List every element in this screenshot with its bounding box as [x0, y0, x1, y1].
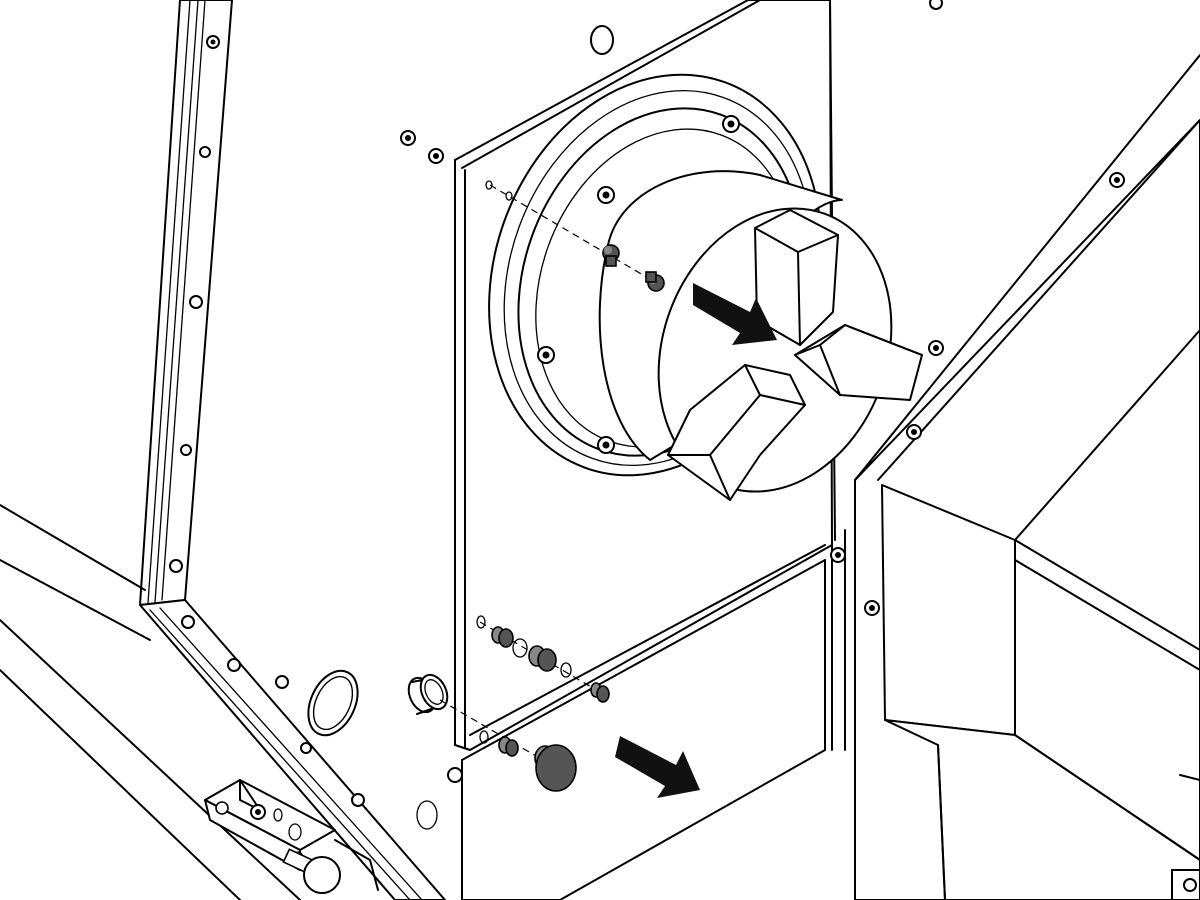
screw [447, 767, 463, 783]
bottom-bracket [204, 779, 379, 894]
chuck-jaw-bottom [667, 364, 806, 501]
screw-part [645, 271, 665, 292]
screw [210, 39, 216, 45]
plug-part [491, 626, 514, 648]
base-rails [0, 504, 301, 900]
screw [181, 615, 195, 629]
housing-screws [830, 0, 1125, 616]
screw [180, 444, 192, 456]
screw-part [602, 244, 620, 267]
arrow-right-down-icon [693, 283, 777, 345]
chuck-jaw-top [754, 209, 839, 346]
lower-panel [461, 559, 826, 900]
lower-fastener-group [439, 615, 610, 792]
screw [351, 793, 365, 807]
flange-screws [537, 115, 740, 454]
screw [199, 146, 211, 158]
screw [300, 742, 312, 754]
door-frame-screws [169, 35, 463, 807]
screw [227, 658, 241, 672]
screw [189, 295, 203, 309]
chuck-jaw-right [794, 324, 923, 401]
arrow-right-down-icon [615, 736, 700, 798]
cap-part [534, 744, 577, 792]
plug-part [528, 645, 557, 672]
screw [169, 559, 183, 573]
plug-part [498, 736, 519, 757]
plug-part [590, 682, 610, 703]
screw [275, 675, 289, 689]
bushing [407, 673, 449, 715]
o-ring-large [307, 669, 359, 737]
right-housing [824, 54, 1200, 900]
upper-fastener-group [485, 180, 665, 292]
